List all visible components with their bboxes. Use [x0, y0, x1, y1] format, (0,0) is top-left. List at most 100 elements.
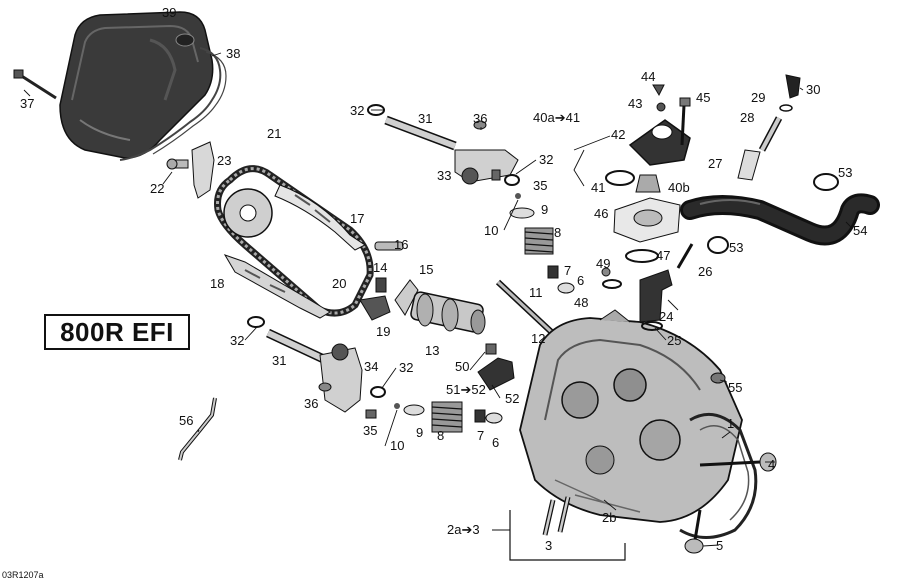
guide-bracket — [509, 510, 626, 561]
callout-52: 52 — [505, 391, 519, 406]
callout-37: 37 — [20, 96, 34, 111]
callout-17: 17 — [350, 211, 364, 226]
callout-21: 21 — [267, 126, 281, 141]
callout-4: 4 — [768, 457, 775, 472]
callout-41: 41 — [591, 180, 605, 195]
callout-43: 43 — [628, 96, 642, 111]
callout-6: 6 — [577, 273, 584, 288]
thermostat — [605, 170, 661, 193]
callout-15: 15 — [419, 262, 433, 277]
water-outlet-24 — [601, 243, 694, 331]
rocker-arm-top — [454, 120, 520, 186]
callout-14: 14 — [373, 260, 387, 275]
callout-32: 32 — [350, 103, 364, 118]
callout-51-52: 51➔52 — [446, 382, 486, 397]
callout-53: 53 — [729, 240, 743, 255]
rocker-arm-bottom — [318, 343, 386, 419]
leader-lines — [23, 52, 853, 547]
callout-36: 36 — [473, 111, 487, 126]
timing-chain — [214, 165, 374, 317]
callout-55: 55 — [728, 380, 742, 395]
callout-50: 50 — [455, 359, 469, 374]
callout-20: 20 — [332, 276, 346, 291]
callout-45: 45 — [696, 90, 710, 105]
reference-code: 03R1207a — [2, 570, 44, 580]
head-gasket — [679, 412, 758, 539]
valve-spring-bottom — [394, 401, 503, 433]
callout-labels: 39 38 37 22 23 21 32 31 36 32 33 35 9 10… — [20, 5, 867, 553]
callout-39: 39 — [162, 5, 176, 20]
callout-3: 3 — [545, 538, 552, 553]
callout-47: 47 — [656, 248, 670, 263]
callout-12: 12 — [531, 331, 545, 346]
callout-42: 42 — [611, 127, 625, 142]
callout-22: 22 — [150, 181, 164, 196]
cam-sprocket — [223, 188, 273, 238]
rocker-shaft-11-12 — [495, 279, 563, 343]
rocker-shaft-31-top — [367, 104, 457, 151]
callout-29: 29 — [751, 90, 765, 105]
callout-13: 13 — [425, 343, 439, 358]
callout-40b: 40b — [668, 180, 690, 195]
plug-55 — [710, 372, 726, 384]
guide-pin — [374, 241, 404, 251]
callout-27: 27 — [708, 156, 722, 171]
callout-8: 8 — [437, 428, 444, 443]
coolant-hose — [680, 193, 880, 246]
callout-24: 24 — [659, 309, 673, 324]
callout-10: 10 — [484, 223, 498, 238]
tensioner-plunger — [359, 277, 419, 321]
callout-35: 35 — [363, 423, 377, 438]
cam-position-sensor — [477, 343, 515, 391]
callout-16: 16 — [394, 237, 408, 252]
callout-32: 32 — [399, 360, 413, 375]
callout-9: 9 — [541, 202, 548, 217]
thermostat-housing — [628, 84, 691, 166]
callout-23: 23 — [217, 153, 231, 168]
callout-25: 25 — [667, 333, 681, 348]
callout-40a-41: 40a➔41 — [533, 110, 580, 125]
intake-valve — [684, 509, 704, 554]
callout-18: 18 — [210, 276, 224, 291]
callout-46: 46 — [594, 206, 608, 221]
valve-guides — [542, 496, 571, 536]
callout-32: 32 — [539, 152, 553, 167]
chain-guide-18 — [223, 254, 331, 319]
model-label-box: 800R EFI — [44, 314, 190, 350]
callout-35: 35 — [533, 178, 547, 193]
callout-2b: 2b — [602, 510, 616, 525]
callout-49: 49 — [596, 256, 610, 271]
thermostat-spacer — [613, 197, 681, 263]
valve-spring-top — [509, 193, 575, 294]
callout-44: 44 — [641, 69, 655, 84]
rocker-shaft-31-bottom — [247, 316, 332, 367]
callout-31: 31 — [272, 353, 286, 368]
callout-34: 34 — [364, 359, 378, 374]
callout-32: 32 — [230, 333, 244, 348]
model-label: 800R EFI — [60, 316, 174, 347]
callout-8: 8 — [554, 225, 561, 240]
hose-clamps — [707, 173, 839, 254]
callout-53: 53 — [838, 165, 852, 180]
callout-56: 56 — [179, 413, 193, 428]
callout-26: 26 — [698, 264, 712, 279]
callout-36: 36 — [304, 396, 318, 411]
cover-gasket — [119, 47, 227, 161]
callout-48: 48 — [574, 295, 588, 310]
chain-guide-17 — [274, 184, 366, 251]
tensioner-bracket — [166, 141, 215, 199]
callout-9: 9 — [416, 425, 423, 440]
callout-54: 54 — [853, 223, 867, 238]
callout-28: 28 — [740, 110, 754, 125]
callout-11: 11 — [529, 285, 543, 300]
oil-tube — [178, 397, 217, 461]
callout-5: 5 — [716, 538, 723, 553]
callout-33: 33 — [437, 168, 451, 183]
callout-19: 19 — [376, 324, 390, 339]
callout-31: 31 — [418, 111, 432, 126]
callout-38: 38 — [226, 46, 240, 61]
cover-bolt — [13, 69, 57, 100]
injector-assembly — [737, 74, 801, 181]
callout-7: 7 — [564, 263, 571, 278]
